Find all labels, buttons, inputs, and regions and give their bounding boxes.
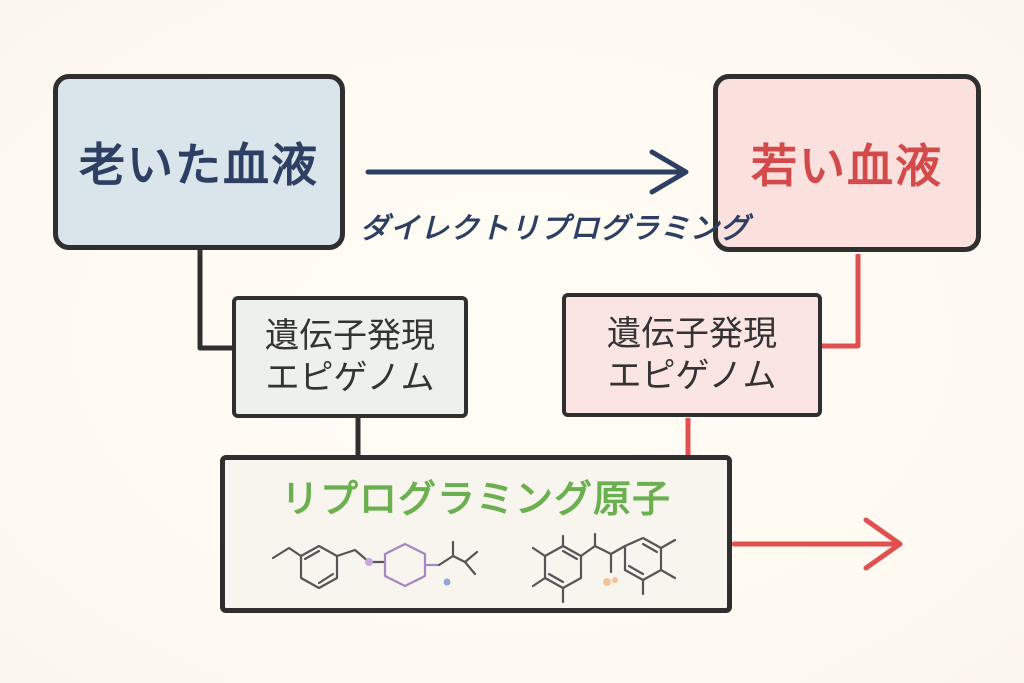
old-blood-label: 老いた血液	[79, 138, 319, 192]
direct-reprogramming-arrow	[365, 149, 689, 195]
direct-reprogramming-label: ダイレクトリプログラミング	[360, 211, 751, 245]
gene-expression-box-old: 遺伝子発現 エピゲノム	[232, 296, 468, 418]
output-arrow	[731, 517, 903, 571]
molecule-structure-icon-1	[271, 540, 479, 590]
gene-expression-label: 遺伝子発現	[607, 313, 777, 354]
epigenome-label: エピゲノム	[607, 356, 777, 396]
gene-expression-text-old: 遺伝子発現 エピゲノム	[265, 315, 435, 400]
reprogramming-factors-label: リプログラミング原子	[280, 477, 671, 521]
molecule-structure-icon-2	[531, 532, 677, 604]
gene-expression-label: 遺伝子発現	[265, 315, 435, 356]
young-blood-label: 若い血液	[751, 139, 943, 193]
reprogramming-factors-box: リプログラミング原子	[220, 455, 732, 613]
young-to-gene-connector	[822, 254, 861, 349]
young-blood-box: 若い血液	[713, 74, 981, 252]
gene-expression-box-young: 遺伝子発現 エピゲノム	[562, 293, 822, 417]
old-blood-box: 老いた血液	[53, 74, 345, 250]
old-to-gene-connector	[197, 250, 234, 351]
epigenome-label: エピゲノム	[265, 358, 435, 398]
gene-expression-text-young: 遺伝子発現 エピゲノム	[607, 313, 777, 398]
